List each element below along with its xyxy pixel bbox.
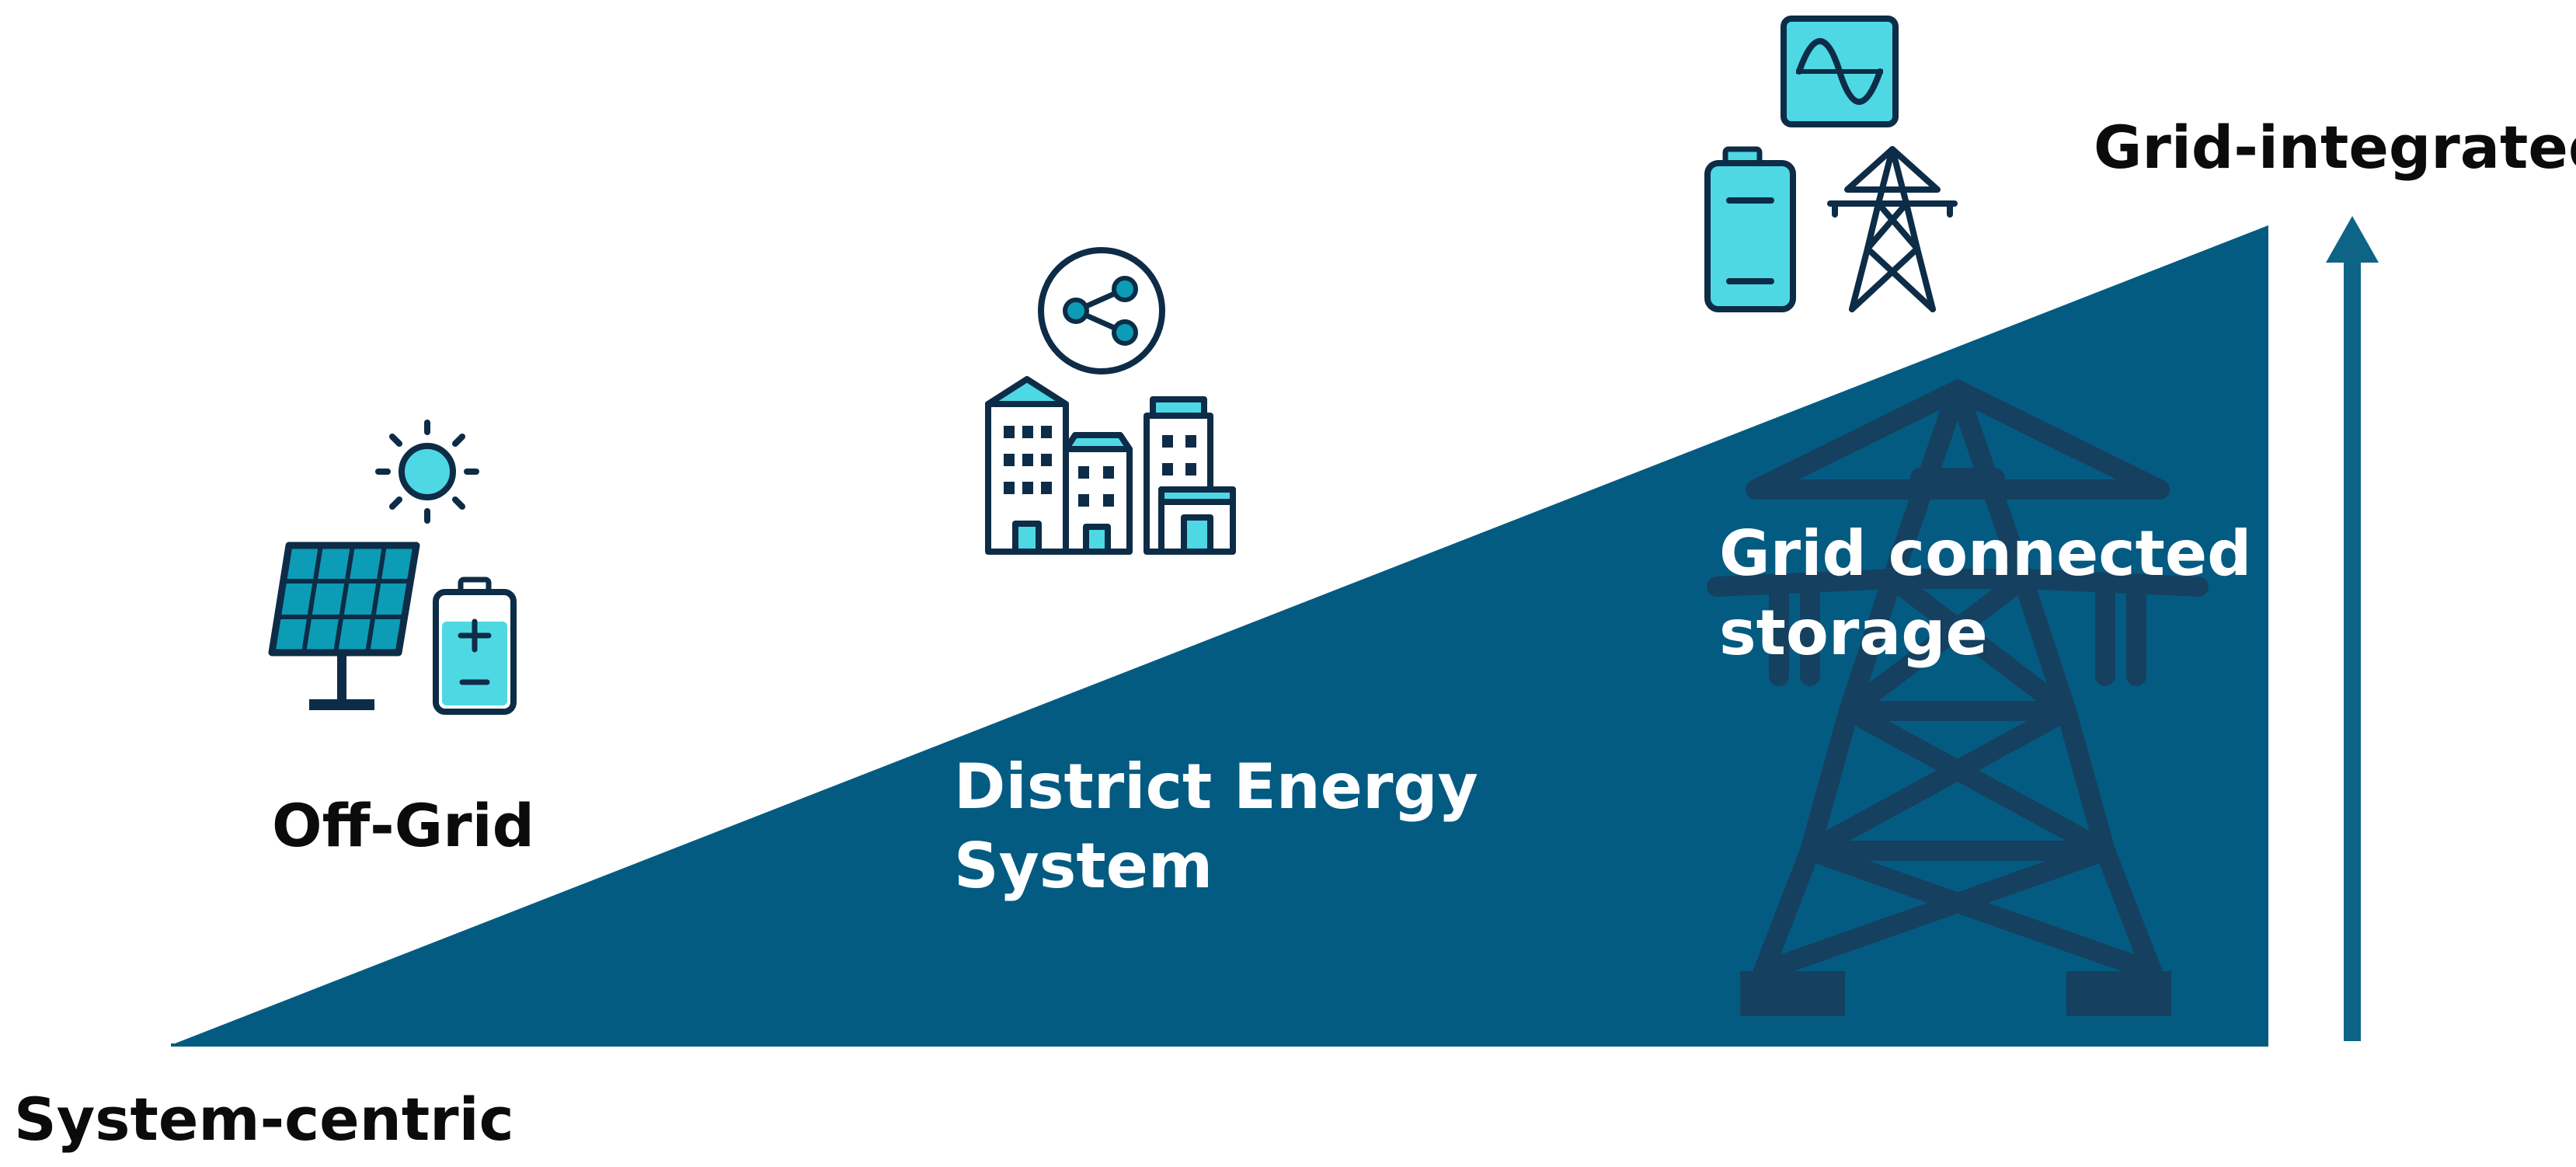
- x-axis-origin-label: System-centric: [14, 1085, 514, 1154]
- stage-label-line2: System: [954, 829, 1213, 902]
- share-network-icon: [1038, 247, 1165, 374]
- stage-label-grid-storage: Grid connected storage: [1719, 514, 2251, 672]
- grid-battery-icon: [1704, 146, 1796, 312]
- sun-icon: [375, 420, 479, 524]
- stage-label-line2: storage: [1719, 596, 1988, 669]
- stage-label-off-grid: Off-Grid: [272, 790, 534, 861]
- grid-integration-arrow: [2326, 216, 2379, 1041]
- battery-icon: [433, 577, 517, 715]
- tower-watermark-base-left: [1740, 971, 1845, 1016]
- stage-label-district-energy: District Energy System: [954, 747, 1478, 905]
- stage-label-line1: Grid connected: [1719, 517, 2252, 590]
- stage-label-line1: Off-Grid: [272, 791, 535, 860]
- city-buildings-icon: [985, 376, 1236, 555]
- integration-ramp: [171, 225, 2268, 1045]
- stage-label-line1: District Energy: [954, 751, 1478, 823]
- transmission-tower-icon: [1827, 146, 1958, 312]
- tower-watermark-base-right: [2066, 971, 2171, 1016]
- y-axis-top-label: Grid-integrated: [2094, 113, 2576, 182]
- solar-panel-icon: [268, 542, 420, 710]
- building-windows: [1004, 426, 1196, 507]
- sine-wave-monitor-icon: [1781, 16, 1899, 127]
- tower-watermark-icon: [1707, 380, 2209, 981]
